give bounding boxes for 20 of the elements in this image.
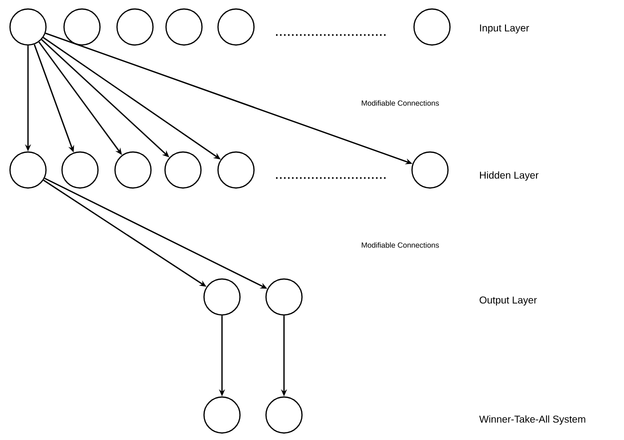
- layer-label: Input Layer: [480, 24, 530, 34]
- layer-label: Output Layer: [480, 296, 537, 306]
- neuron-circle: [114, 151, 152, 189]
- neuron-circle: [265, 278, 303, 316]
- layer-label: Winner-Take-All System: [479, 415, 586, 425]
- neuron-circle: [9, 151, 47, 189]
- neuron-circle: [116, 8, 154, 46]
- neuron-circle: [411, 151, 449, 189]
- neuron-circle: [9, 8, 47, 46]
- neuron-circle: [164, 151, 202, 189]
- neuron-circle: [203, 278, 241, 316]
- neuron-circle: [203, 396, 241, 434]
- layer-label: Hidden Layer: [480, 171, 538, 181]
- neuron-circle: [165, 8, 203, 46]
- neuron-circle: [61, 151, 99, 189]
- neuron-circle: [413, 8, 451, 46]
- neuron-circle: [217, 8, 255, 46]
- neuron-circle: [63, 8, 101, 46]
- neuron-circle: [265, 396, 303, 434]
- neuron-circle: [217, 151, 255, 189]
